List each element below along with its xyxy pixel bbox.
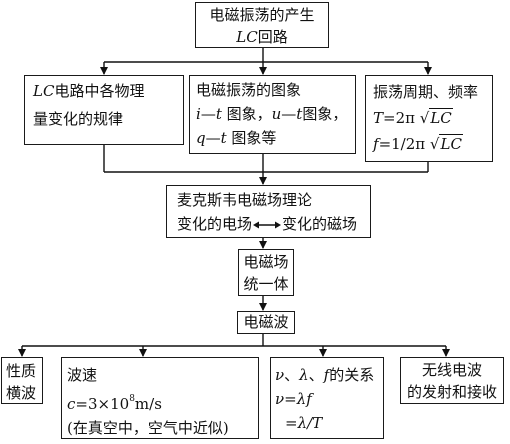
node-em-wave: 电磁波 [237, 311, 295, 334]
node-radio-transmission: 无线电波 的发射和接收 [400, 357, 504, 404]
graph-word: 图象， [302, 105, 348, 123]
var-nu: ν [275, 390, 285, 408]
sqrt-icon: √ [429, 135, 440, 153]
eq-1-over-2pi: =1/2π [378, 135, 426, 153]
var-t: t [215, 105, 222, 123]
node-lc-circuit-laws: LC电路中各物理 量变化的规律 [24, 75, 184, 145]
relation-eq2: =λ/T [275, 411, 383, 435]
node-maxwell-theory: 麦克斯韦电磁场理论 变化的电场 变化的磁场 [166, 185, 371, 238]
var-f: f [373, 135, 379, 153]
graph-word: 图象等 [226, 129, 277, 147]
node-oscillation-graphs: 电磁振荡的图象 i—t 图象，u—t图象， q—t 图象等 [189, 75, 356, 154]
unity-line2: 统一体 [243, 275, 289, 293]
unity-line1: 电磁场 [243, 253, 289, 271]
speed-note: (在真空中，空气中近似) [67, 419, 229, 437]
var-lambda: λ [299, 366, 309, 384]
speed-unit: m/s [134, 395, 162, 413]
changing-electric-field: 变化的电场 [177, 215, 253, 233]
nature-line2: 横波 [6, 384, 37, 402]
var-nu: ν [275, 366, 285, 384]
equals: = [285, 414, 298, 432]
lambda-over-T: λ/T [297, 414, 323, 432]
graph-word: 图象， [221, 105, 272, 123]
eq-2pi: =2π [383, 109, 415, 127]
var-q: q [196, 129, 206, 147]
lc-label: LC [236, 28, 258, 46]
var-f: f [323, 366, 330, 384]
em-wave-label: 电磁波 [243, 313, 289, 331]
maxwell-title: 麦克斯韦电磁场理论 [177, 191, 313, 209]
maxwell-relation: 变化的电场 变化的磁场 [177, 212, 370, 236]
top-node-line1: 电磁振荡的产生 [209, 6, 315, 24]
dash: — [205, 129, 221, 147]
speed-formula: c=3×108m/s [67, 387, 258, 416]
circuit-label: 回路 [257, 28, 288, 46]
speed-exponent: 8 [129, 394, 135, 404]
graphs-line1: 电磁振荡的图象 [196, 81, 302, 99]
node-wave-relation: ν、λ、f的关系 ν=λf =λ/T [270, 357, 384, 439]
node-lc-line2: 量变化的规律 [33, 110, 124, 128]
comma: 、 [308, 366, 324, 384]
changing-magnetic-field: 变化的磁场 [282, 215, 358, 233]
speed-value: =3×10 [75, 395, 130, 413]
lc-italic: LC [33, 82, 55, 100]
radio-line1: 无线电波 [421, 361, 482, 379]
var-u: u [271, 105, 282, 123]
var-c: c [67, 395, 76, 413]
node-nature-transverse: 性质 横波 [1, 357, 43, 404]
period-title: 振荡周期、频率 [373, 83, 479, 101]
lc-radicand: LC [439, 134, 463, 153]
lc-radicand: LC [429, 108, 453, 127]
sqrt-icon: √ [419, 109, 430, 127]
graphs-line2: i—t 图象，u—t图象， [196, 102, 355, 126]
radio-line2: 的发射和接收 [406, 383, 497, 401]
relation-eq1: ν=λf [275, 387, 383, 411]
relation-word: 的关系 [329, 366, 375, 384]
top-node-line2: LC回路 [196, 26, 328, 48]
lc-line1-rest: 电路中各物理 [54, 82, 145, 100]
var-i: i [196, 105, 201, 123]
frequency-formula: f=1/2π √LC [373, 131, 492, 157]
node-wave-speed: 波速 c=3×108m/s (在真空中，空气中近似) [61, 357, 259, 439]
speed-title: 波速 [67, 366, 98, 384]
var-t: t [220, 129, 227, 147]
dash: — [200, 105, 216, 123]
relation-title: ν、λ、f的关系 [275, 363, 383, 387]
period-formula: T=2π √LC [373, 105, 492, 131]
lambda-f: λf [296, 390, 312, 408]
var-t: t [296, 105, 303, 123]
dash: — [281, 105, 297, 123]
var-T: T [373, 109, 384, 127]
node-lc-line1: LC电路中各物理 [33, 80, 183, 102]
node-period-frequency: 振荡周期、频率 T=2π √LC f=1/2π √LC [365, 75, 493, 162]
nature-line1: 性质 [6, 362, 37, 380]
comma: 、 [284, 366, 300, 384]
top-node-em-oscillation-origin: 电磁振荡的产生 LC回路 [195, 2, 329, 48]
graphs-line3: q—t 图象等 [196, 126, 355, 150]
node-em-field-unity: 电磁场 统一体 [238, 249, 294, 296]
equals: = [284, 390, 297, 408]
double-arrow-icon [253, 221, 282, 229]
